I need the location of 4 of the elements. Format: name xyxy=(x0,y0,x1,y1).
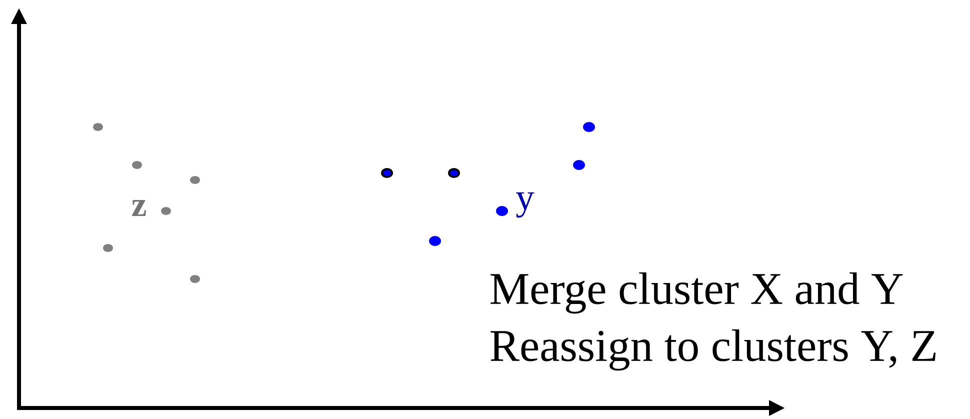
cluster-label: y xyxy=(516,192,534,218)
cluster-label: z xyxy=(132,200,146,216)
note-text: Merge cluster X and Y xyxy=(490,272,903,314)
note-text: Reassign to clusters Y, Z xyxy=(490,329,936,371)
